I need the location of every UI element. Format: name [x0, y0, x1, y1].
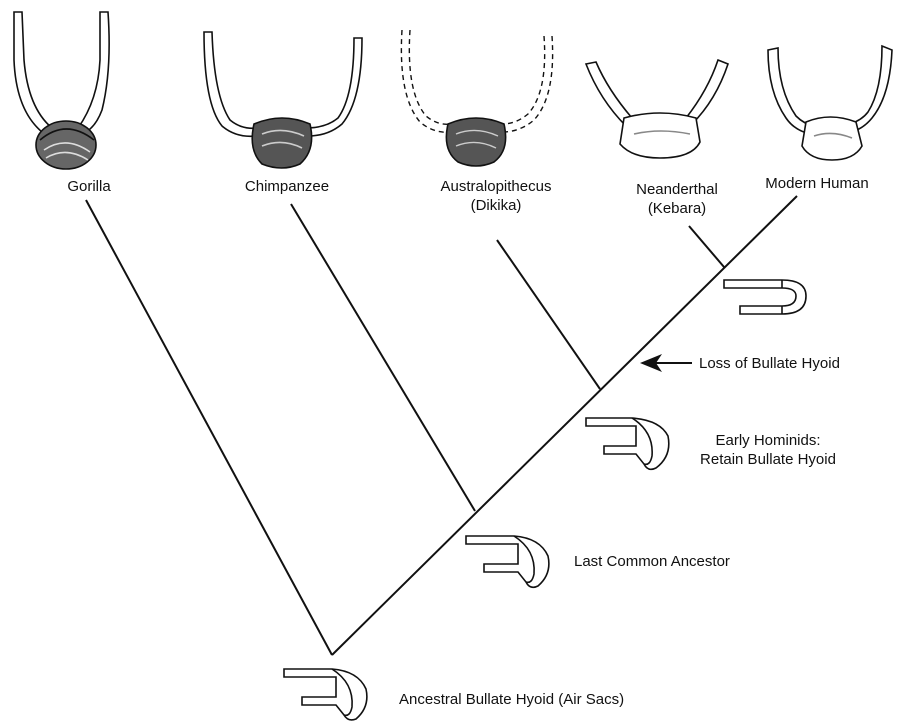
gorilla-hyoid-illustration: [14, 12, 109, 169]
lca-bullate-hyoid-schematic: [466, 536, 549, 587]
ancestral-bullate-hyoid-schematic: [284, 669, 367, 720]
neanderthal-label: Neanderthal (Kebara): [622, 180, 732, 218]
early-hominids-line1: Early Hominids:: [678, 431, 858, 450]
neanderthal-branch: [689, 226, 724, 267]
australopithecus-hyoid-illustration: [401, 30, 552, 166]
chimpanzee-label-text: Chimpanzee: [232, 177, 342, 196]
early-hominids-annotation: Early Hominids: Retain Bullate Hyoid: [678, 431, 858, 469]
ancestral-annotation: Ancestral Bullate Hyoid (Air Sacs): [399, 690, 624, 709]
australopithecus-label-text: Australopithecus: [426, 177, 566, 196]
australopithecus-label: Australopithecus (Dikika): [426, 177, 566, 215]
neanderthal-sublabel: (Kebara): [622, 199, 732, 218]
gorilla-label: Gorilla: [44, 177, 134, 196]
gorilla-branch: [86, 200, 332, 655]
non-bullate-hyoid-schematic: [724, 280, 806, 314]
chimpanzee-hyoid-illustration: [204, 32, 362, 168]
ancestral-annotation-text: Ancestral Bullate Hyoid (Air Sacs): [399, 690, 624, 709]
australopithecus-branch: [497, 240, 600, 389]
gorilla-label-text: Gorilla: [44, 177, 134, 196]
neanderthal-hyoid-illustration: [586, 60, 728, 158]
neanderthal-label-text: Neanderthal: [622, 180, 732, 199]
chimpanzee-branch: [291, 204, 475, 511]
modern-human-label: Modern Human: [752, 174, 882, 193]
loss-arrow: [640, 354, 692, 372]
loss-annotation-text: Loss of Bullate Hyoid: [699, 354, 840, 373]
early-hominid-bullate-hyoid-schematic: [586, 418, 669, 469]
main-trunk: [332, 196, 797, 655]
lca-annotation: Last Common Ancestor: [574, 552, 730, 571]
modern-human-label-text: Modern Human: [752, 174, 882, 193]
chimpanzee-label: Chimpanzee: [232, 177, 342, 196]
modern-human-hyoid-illustration: [768, 46, 892, 160]
early-hominids-line2: Retain Bullate Hyoid: [678, 450, 858, 469]
australopithecus-sublabel: (Dikika): [426, 196, 566, 215]
lca-annotation-text: Last Common Ancestor: [574, 552, 730, 571]
loss-annotation: Loss of Bullate Hyoid: [699, 354, 840, 373]
